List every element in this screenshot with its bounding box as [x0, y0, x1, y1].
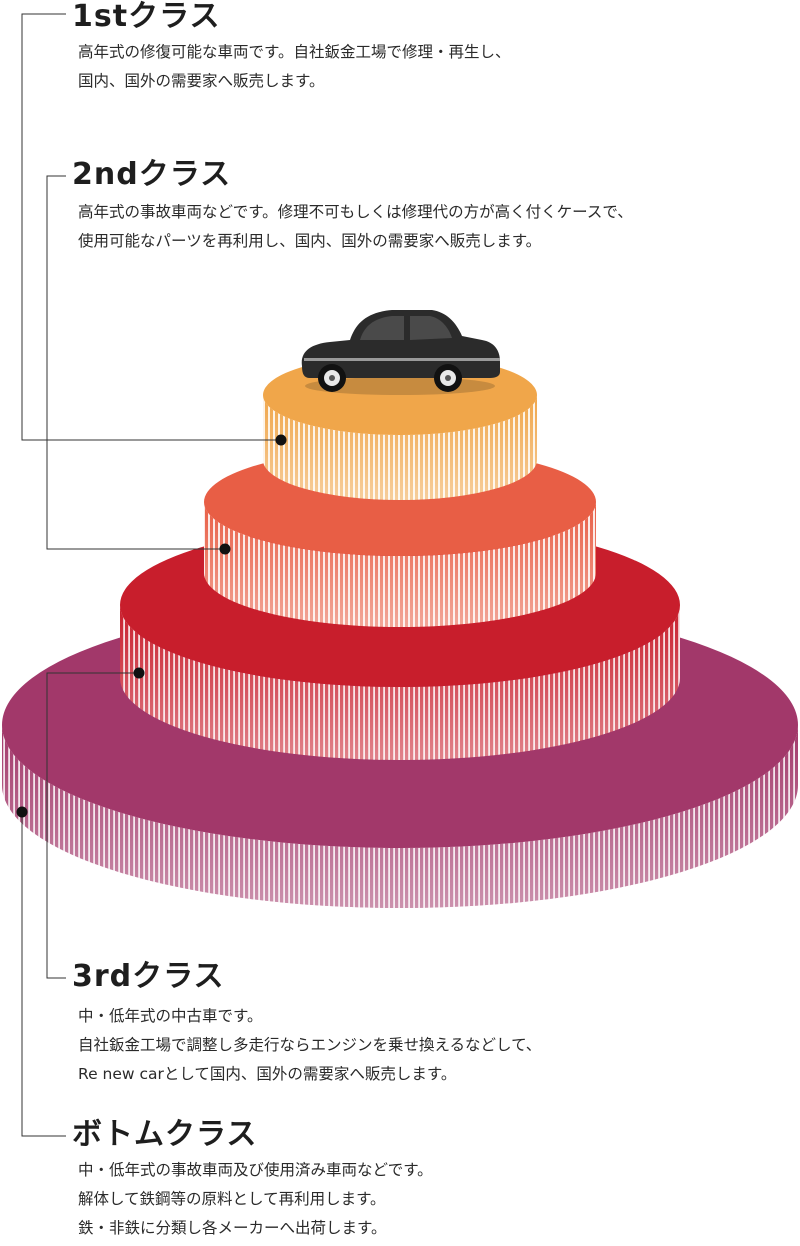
desc-line: 中・低年式の中古車です。	[78, 1007, 263, 1025]
desc-line: 鉄・非鉄に分類し各メーカーへ出荷します。	[78, 1219, 387, 1237]
class-desc-2nd: 高年式の事故車両などです。修理不可もしくは修理代の方が高く付くケースで、 使用可…	[78, 198, 633, 256]
connector-2nd	[46, 175, 231, 555]
car-icon	[301, 310, 500, 395]
class-desc-bottom: 中・低年式の事故車両及び使用済み車両などです。 解体して鉄鋼等の原料として再利用…	[78, 1156, 433, 1243]
connector-3rd	[46, 667, 145, 979]
desc-line: 使用可能なパーツを再利用し、国内、国外の需要家へ販売します。	[78, 232, 542, 250]
class-title-bottom: ボトムクラス	[72, 1117, 258, 1152]
connector-bottom	[16, 806, 66, 1137]
desc-line: 解体して鉄鋼等の原料として再利用します。	[78, 1190, 386, 1208]
desc-line: 高年式の修復可能な車両です。自社鈑金工場で修理・再生し、	[78, 43, 511, 61]
class-title-3rd: 3rdクラス	[72, 959, 225, 994]
desc-line: Re new carとして国内、国外の需要家へ販売します。	[78, 1065, 457, 1083]
connector-1st	[21, 13, 287, 446]
class-desc-3rd: 中・低年式の中古車です。 自社鈑金工場で調整し多走行ならエンジンを乗せ換えるなど…	[78, 1002, 541, 1089]
class-title-1st: 1stクラス	[72, 0, 221, 34]
desc-line: 自社鈑金工場で調整し多走行ならエンジンを乗せ換えるなどして、	[78, 1036, 542, 1054]
desc-line: 中・低年式の事故車両及び使用済み車両などです。	[78, 1161, 433, 1179]
desc-line: 高年式の事故車両などです。修理不可もしくは修理代の方が高く付くケースで、	[78, 203, 633, 221]
class-title-2nd: 2ndクラス	[72, 157, 232, 192]
desc-line: 国内、国外の需要家へ販売します。	[78, 72, 325, 90]
class-desc-1st: 高年式の修復可能な車両です。自社鈑金工場で修理・再生し、 国内、国外の需要家へ販…	[78, 38, 510, 96]
